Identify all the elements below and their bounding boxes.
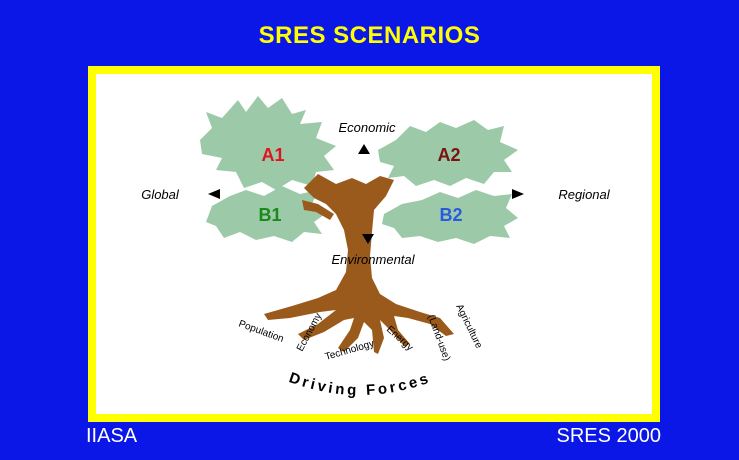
canopy-a1 xyxy=(200,96,336,190)
scenario-label-b2: B2 xyxy=(439,205,462,225)
scenario-label-a1: A1 xyxy=(261,145,284,165)
root-label-population: Population xyxy=(237,318,285,345)
footer-report: SRES 2000 xyxy=(556,425,661,447)
arrow-right-icon xyxy=(512,189,524,199)
axis-label-environmental: Environmental xyxy=(331,252,415,267)
diagram-panel xyxy=(96,74,652,414)
axis-label-regional: Regional xyxy=(558,187,610,202)
scenario-label-b1: B1 xyxy=(258,205,281,225)
root-label-agriculture: Agriculture xyxy=(453,302,484,350)
canopy-a2 xyxy=(378,120,518,186)
axis-label-global: Global xyxy=(141,187,180,202)
slide-title: SRES SCENARIOS xyxy=(258,22,481,49)
scenario-label-a2: A2 xyxy=(437,145,460,165)
root-label-energy: Energy xyxy=(384,324,415,353)
tree-branch-left xyxy=(302,200,334,220)
tree-trunk xyxy=(264,174,454,354)
arrow-left-icon xyxy=(208,189,220,199)
footer-org: IIASA xyxy=(86,425,138,447)
canopy-b1 xyxy=(206,186,328,242)
canopy-b2 xyxy=(382,190,518,244)
arrow-up-icon xyxy=(358,144,370,154)
axis-label-economic: Economic xyxy=(338,120,396,135)
driving-forces-label: Driving Forces xyxy=(287,369,433,399)
arrow-down-icon xyxy=(362,234,374,244)
root-label-land-use: (Land-use) xyxy=(425,313,452,362)
